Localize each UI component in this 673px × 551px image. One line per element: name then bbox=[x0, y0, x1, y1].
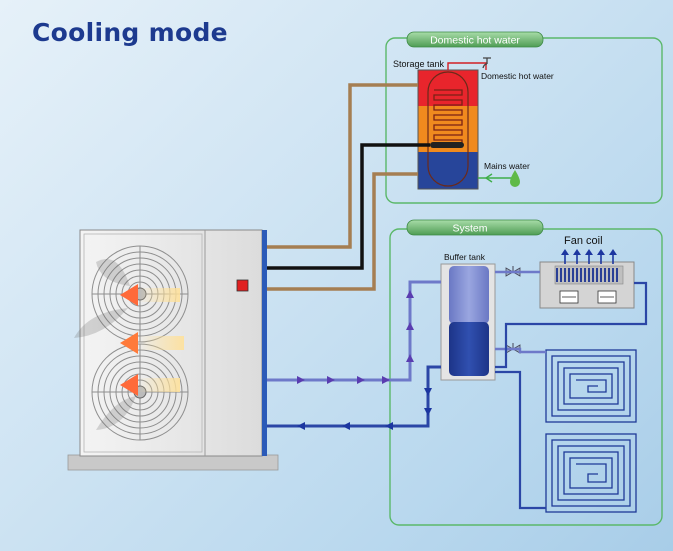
tank-heating-coil bbox=[433, 89, 463, 146]
water-drop-icon bbox=[510, 170, 520, 187]
storage-tank bbox=[417, 69, 479, 190]
system-panel-tab: System bbox=[406, 219, 544, 236]
fan-coil-airflow-arrows bbox=[561, 249, 617, 264]
buffer-tank-label: Buffer tank bbox=[444, 252, 486, 262]
mains-water-arrow bbox=[484, 173, 493, 183]
storage-tank-label: Storage tank bbox=[393, 59, 445, 69]
buffer-tank bbox=[440, 263, 496, 381]
mains-water-label: Mains water bbox=[484, 161, 530, 171]
dhw-flow-pipe bbox=[266, 83, 418, 249]
page-title: Cooling mode bbox=[32, 18, 228, 47]
underfloor-loop-lower bbox=[545, 433, 637, 513]
supply-flow-arrows bbox=[297, 290, 414, 384]
dhw-panel-tab: Domestic hot water bbox=[406, 31, 544, 48]
tap-icon bbox=[482, 57, 491, 69]
hot-water-outlet-pipe bbox=[447, 62, 487, 70]
underfloor-loop-upper bbox=[545, 349, 637, 423]
return-pipe-from-fan-coil bbox=[495, 281, 648, 369]
immersion-cable bbox=[266, 143, 430, 270]
fan-coil-label: Fan coil bbox=[564, 235, 603, 247]
airflow-arrows bbox=[120, 284, 184, 396]
fan-blade-shadow bbox=[74, 259, 136, 430]
supply-pipe-to-buffer bbox=[266, 280, 441, 382]
system-tab-label: System bbox=[452, 223, 487, 235]
dhw-return-pipe bbox=[266, 172, 418, 291]
return-flow-arrows bbox=[297, 388, 432, 430]
fan-coil-unit bbox=[539, 261, 635, 309]
supply-pipe-to-underfloor bbox=[495, 347, 546, 354]
dhw-tab-label: Domestic hot water bbox=[430, 35, 520, 47]
return-pipe-from-underfloor bbox=[495, 370, 546, 510]
unit-power-switch bbox=[236, 279, 249, 292]
domestic-hot-water-label: Domestic hot water bbox=[481, 71, 554, 81]
return-pipe-to-unit bbox=[266, 365, 441, 428]
tank-immersion-heater bbox=[430, 142, 464, 148]
